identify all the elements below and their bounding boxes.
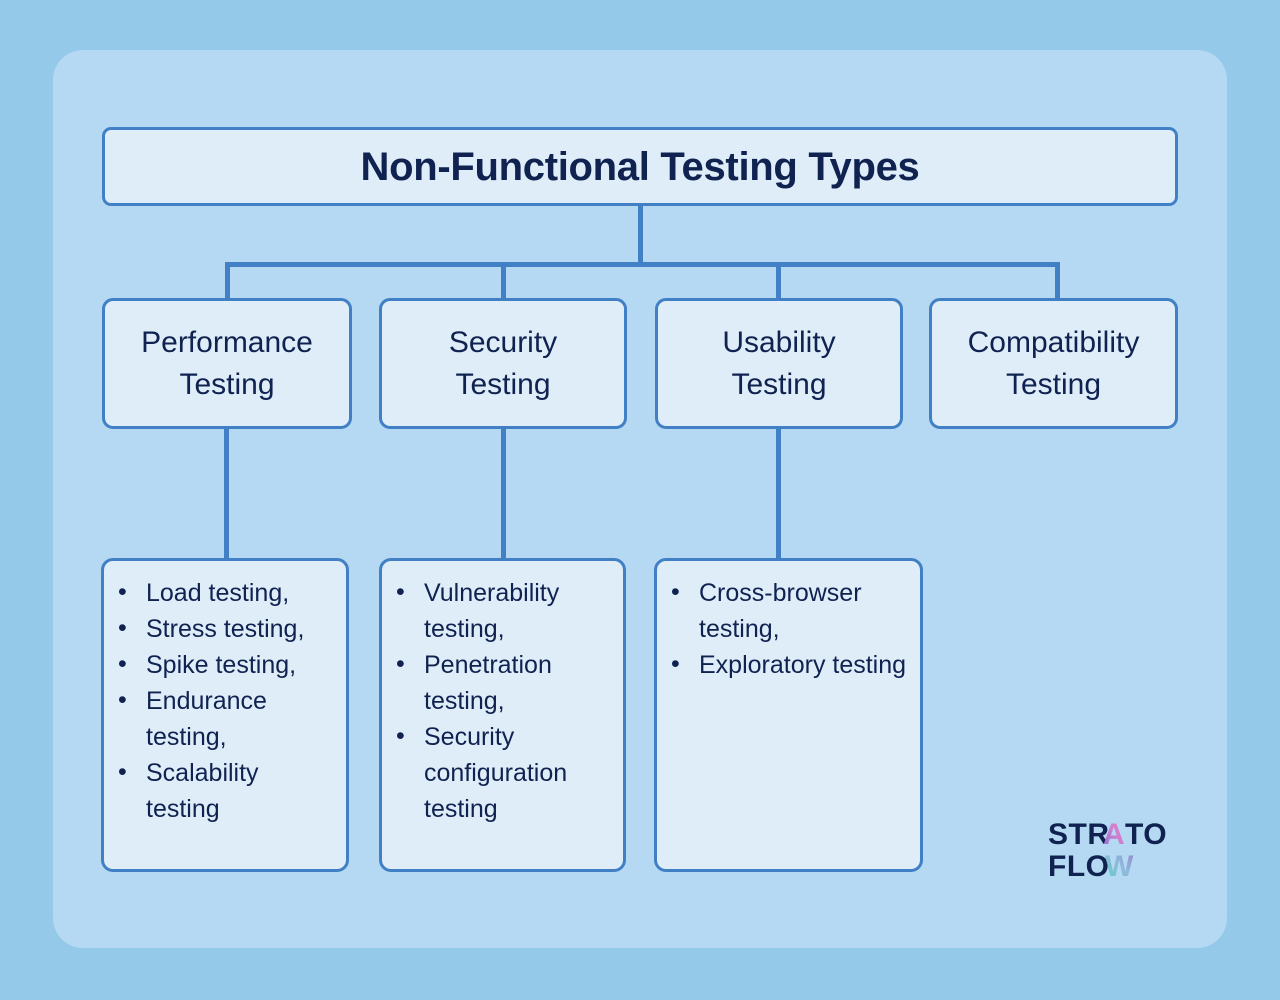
logo-text-strato: STR [1048,818,1110,851]
logo-letter-w-accent: W [1105,850,1134,883]
detail-list-item: Endurance testing, [118,682,336,755]
detail-list-item: Vulnerability testing, [396,574,613,647]
detail-list-item: Stress testing, [118,610,336,647]
connector-drop-usability [776,262,781,300]
detail-list-item: Load testing, [118,574,336,611]
root-node-non-functional-testing-types: Non-Functional Testing Types [102,127,1178,206]
logo-letter-a-accent: A [1103,818,1125,851]
connector-drop-performance [225,262,230,300]
connector-root-trunk [638,205,643,265]
detail-node-usability-items: Cross-browser testing,Exploratory testin… [654,558,923,872]
detail-list: Load testing,Stress testing,Spike testin… [104,561,346,827]
detail-list-item: Scalability testing [118,754,336,827]
detail-node-performance-items: Load testing,Stress testing,Spike testin… [101,558,349,872]
detail-list: Cross-browser testing,Exploratory testin… [657,561,920,683]
detail-list-item: Spike testing, [118,646,336,683]
detail-list-item: Exploratory testing [671,646,910,683]
connector-drop-security [501,262,506,300]
connector-security-to-list [501,427,506,560]
connector-usability-to-list [776,427,781,560]
logo-text-to: TO [1125,818,1167,851]
detail-list-item: Penetration testing, [396,646,613,719]
logo-text-flo: FLO [1048,850,1110,883]
stratoflow-logo-icon: STR A TO FLO W [1048,818,1167,883]
stratoflow-logo: STR A TO FLO W [1048,818,1188,883]
root-node-label: Non-Functional Testing Types [360,144,920,189]
connector-drop-compatibility [1055,262,1060,300]
detail-list-item: Security configuration testing [396,718,613,827]
detail-list-item: Cross-browser testing, [671,574,910,647]
detail-list: Vulnerability testing,Penetration testin… [382,561,623,827]
connector-horizontal-bar [225,262,1060,267]
connector-performance-to-list [224,427,229,560]
detail-node-security-items: Vulnerability testing,Penetration testin… [379,558,626,872]
